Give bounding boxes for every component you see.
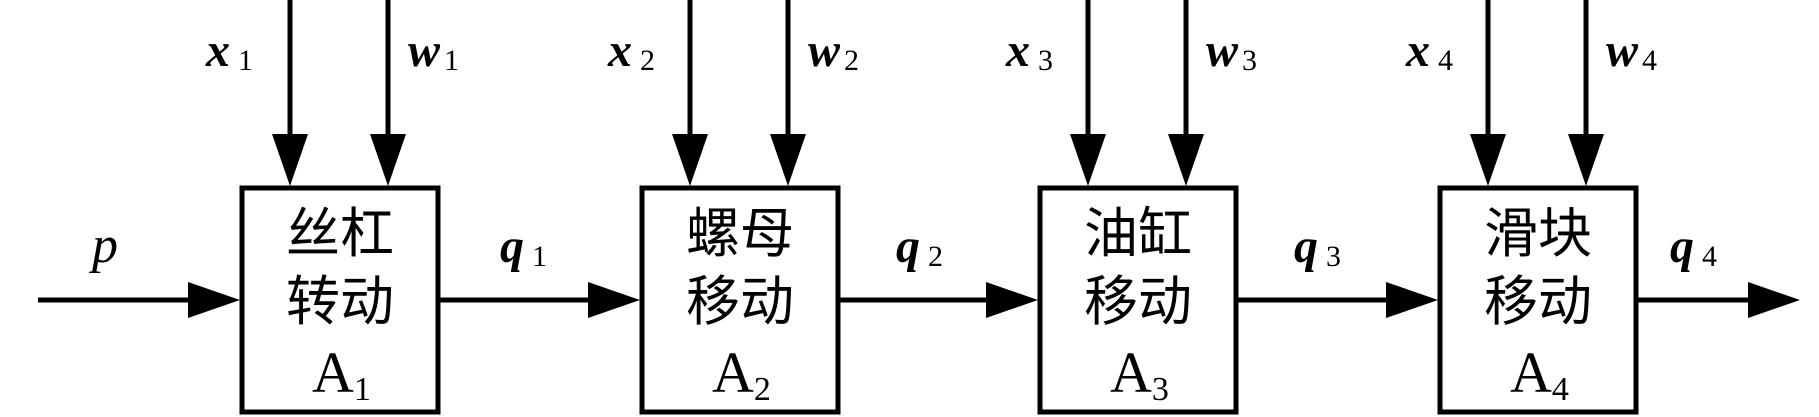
- block-3-label: A3: [1110, 340, 1169, 408]
- q2-arrow-head: [986, 282, 1038, 318]
- block-4-x-arrow-head: [1470, 134, 1506, 186]
- block-4-w-arrow-head: [1568, 134, 1604, 186]
- block-2-box: [639, 185, 841, 415]
- block-2-line2: 移动: [686, 270, 794, 333]
- block-3-line1: 油缸: [1084, 202, 1192, 265]
- block-2-line1: 螺母: [686, 202, 794, 265]
- block-4-box: [1437, 185, 1639, 415]
- block-1-box: [239, 185, 441, 415]
- block-1-label: A1: [312, 340, 371, 408]
- block-2-w-arrow-head: [770, 134, 806, 186]
- block-3-box: [1037, 185, 1239, 415]
- block-4-line2: 移动: [1484, 270, 1592, 333]
- block-4-label: A4: [1510, 340, 1569, 408]
- block-3-w-arrow-head: [1168, 134, 1204, 186]
- block-3-x-arrow-head: [1070, 134, 1106, 186]
- block-1-x-arrow-head: [272, 134, 308, 186]
- block-3-line2: 移动: [1084, 270, 1192, 333]
- block-2-label: A2: [712, 340, 771, 408]
- block-1-w-arrow-head: [370, 134, 406, 186]
- block-4-line1: 滑块: [1484, 202, 1592, 265]
- q4-arrow-head: [1748, 282, 1800, 318]
- q1-arrow-head: [588, 282, 640, 318]
- input-arrow-head: [188, 282, 240, 318]
- input-label-p: p: [88, 217, 118, 274]
- block-2-x-arrow-head: [672, 134, 708, 186]
- block-1-line1: 丝杠: [286, 202, 394, 265]
- block-1-line2: 转动: [286, 270, 394, 333]
- q3-arrow-head: [1386, 282, 1438, 318]
